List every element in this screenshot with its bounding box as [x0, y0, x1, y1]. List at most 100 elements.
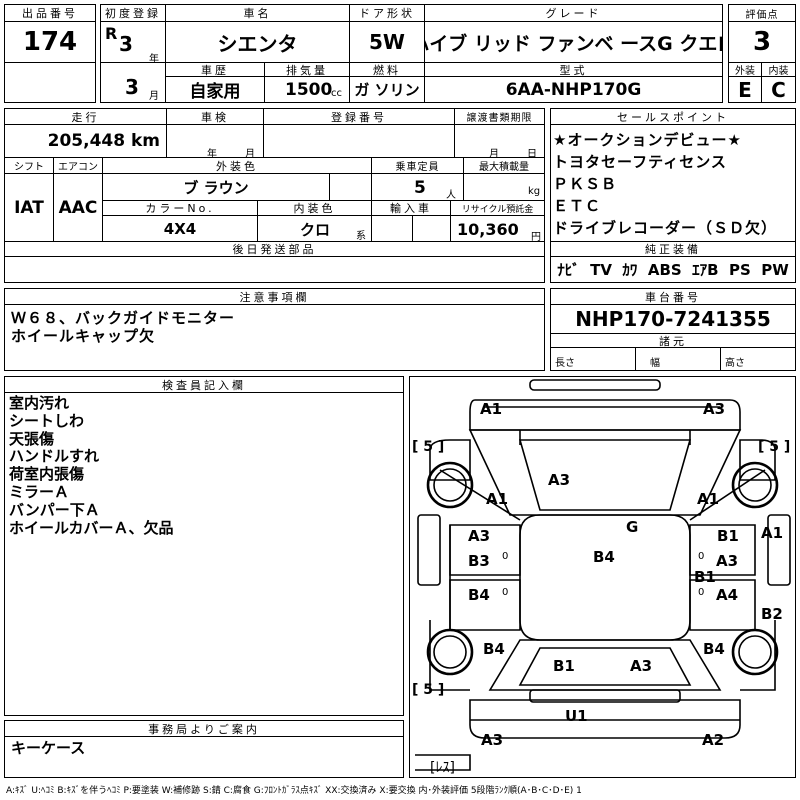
door-value: 5W: [349, 21, 425, 63]
car-name-value: シエンタ: [165, 21, 350, 63]
history-value: 自家用: [165, 76, 265, 103]
plate-box: [263, 124, 455, 158]
int-grade-value: C: [761, 76, 796, 103]
tr-day-unit: 日: [527, 149, 537, 160]
int-color-box: クロ 系: [257, 215, 372, 242]
shift-label: シフト: [4, 157, 54, 174]
recycle-value: 10,360: [457, 220, 519, 239]
damage-mark: A3: [716, 552, 739, 570]
displacement-label: 排気量: [264, 62, 350, 77]
later-parts-label: 後日発送部品: [4, 241, 545, 257]
import-box-2: [412, 215, 451, 242]
damage-mark: B4: [703, 640, 725, 658]
color-no-value: 4X4: [102, 215, 258, 242]
car-outline: [415, 379, 791, 771]
damage-mark: B3: [468, 552, 490, 570]
legend: A:ｷｽﾞ U:ﾍｺﾐ B:ｷｽﾞを伴うﾍｺﾐ P:要塗装 W:補修跡 S:錆 …: [6, 786, 582, 796]
int-color-value: クロ: [300, 221, 331, 239]
load-unit: kg: [528, 186, 541, 197]
ac-label: エアコン: [53, 157, 103, 174]
fuel-value: ガ ソリン: [349, 76, 425, 103]
length-box: 長さ: [550, 347, 636, 371]
ext-label: 外装: [728, 62, 762, 77]
damage-mark: U1: [565, 707, 588, 725]
width-box: 幅: [635, 347, 721, 371]
damage-mark: A3: [481, 731, 504, 749]
seats-label: 乗車定員: [371, 157, 464, 174]
later-parts-box: [4, 256, 545, 283]
tr-month-unit: 月: [489, 149, 499, 160]
car-name-label: 車名: [165, 4, 350, 22]
damage-mark: B1: [553, 657, 575, 675]
height-box: 高さ: [720, 347, 796, 371]
damage-mark: B4: [468, 586, 490, 604]
int-label: 内装: [761, 62, 796, 77]
damage-mark: B1: [717, 527, 739, 545]
import-box-1: [371, 215, 413, 242]
chassis-value: NHP170-7241355: [550, 304, 796, 334]
spare-tire: [ﾚｽ]: [430, 760, 455, 776]
recycle-box: 10,360 円: [450, 215, 545, 243]
ac-value: AAC: [53, 173, 103, 242]
width-label: 幅: [650, 358, 660, 369]
notes-label: 注意事項欄: [4, 288, 545, 305]
inspector-box: 室内汚れ シートしわ 天張傷 ハンドルすれ 荷室内張傷 ミラーＡ バンパー下Ａ …: [4, 392, 404, 716]
color-value: ブ ラウン: [102, 173, 330, 201]
sales-point-lines: ★オークションデビュー★ トヨタセーフティセンス ＰＫＳＢ ＥＴＣ ドライブレコ…: [553, 131, 778, 237]
inspection-box: 年 月: [166, 124, 264, 160]
era-value: R: [105, 24, 118, 43]
grade-label: グレード: [424, 4, 723, 22]
lot-number-value: 174: [4, 21, 96, 63]
damage-mark: G: [626, 518, 639, 536]
recycle-unit: 円: [531, 232, 541, 243]
reg-year-value: 3: [119, 32, 133, 56]
small-mark: 0: [502, 551, 509, 562]
sales-point-box: ★オークションデビュー★ トヨタセーフティセンス ＰＫＳＢ ＥＴＣ ドライブレコ…: [550, 124, 796, 242]
shift-value: IAT: [4, 173, 54, 242]
notes-box: Ｗ６８、バックガイドモニター ホイールキャップ欠: [4, 304, 545, 371]
tire-front-left: [ 5 ]: [412, 439, 445, 455]
chassis-label: 車台番号: [550, 288, 796, 305]
plate-label: 登録番号: [263, 108, 455, 125]
damage-mark: B4: [483, 640, 505, 658]
ins-month-unit: 月: [245, 149, 255, 160]
mileage-box: 205,448 km: [4, 124, 167, 158]
inspection-label: 車検: [166, 108, 264, 125]
door-label: ドア形状: [349, 4, 425, 22]
damage-mark: B4: [593, 548, 615, 566]
load-box: kg: [463, 173, 545, 201]
inspector-lines: 室内汚れ シートしわ 天張傷 ハンドルすれ 荷室内張傷 ミラーＡ バンパー下Ａ …: [9, 394, 174, 537]
score-value: 3: [728, 21, 796, 63]
tire-rear-left: [ 5 ]: [412, 682, 445, 698]
damage-mark: A3: [468, 527, 491, 545]
damage-mark: A3: [703, 400, 726, 418]
history-label: 車歴: [165, 62, 265, 77]
damage-mark: A3: [630, 657, 653, 675]
height-label: 高さ: [725, 358, 745, 369]
reg-month-box: 3 月: [100, 62, 166, 103]
notes-lines: Ｗ６８、バックガイドモニター ホイールキャップ欠: [11, 309, 236, 345]
damage-mark: A3: [548, 471, 571, 489]
score-label: 評価点: [728, 4, 796, 22]
fuel-label: 燃料: [349, 62, 425, 77]
equipment-value: ﾅﾋﾞ TV ｶﾜ ABS ｴｱB PS PW: [550, 256, 796, 283]
office-box: キーケース: [4, 736, 404, 778]
length-label: 長さ: [555, 358, 575, 369]
damage-mark: A1: [486, 490, 509, 508]
office-text: キーケース: [11, 739, 86, 757]
mileage-label: 走行: [4, 108, 167, 125]
first-reg-label: 初度登録: [100, 4, 166, 22]
tire-front-right: [ 5 ]: [758, 439, 791, 455]
load-label: 最大積載量: [463, 157, 545, 174]
displacement-unit: cc: [331, 88, 342, 99]
inspector-label: 検査員記入欄: [4, 376, 404, 393]
mileage-value: 205,448 km: [47, 131, 160, 151]
transfer-box: 月 日: [454, 124, 545, 160]
damage-mark: A4: [716, 586, 739, 604]
int-color-label: 内装色: [257, 200, 372, 216]
year-unit: 年: [149, 54, 159, 65]
damage-mark: A1: [697, 490, 720, 508]
damage-mark: A2: [702, 731, 725, 749]
damage-mark: B1: [694, 568, 716, 586]
displacement-value: 1500: [285, 80, 333, 100]
